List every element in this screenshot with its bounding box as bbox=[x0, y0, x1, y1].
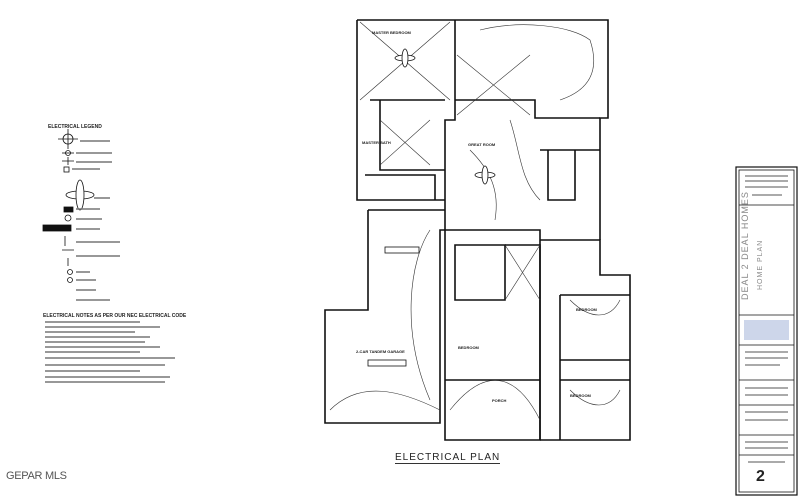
floor-plan-walls bbox=[324, 19, 631, 441]
title-block-company: DEAL 2 DEAL HOMES bbox=[740, 191, 750, 300]
room-label-garage: 2-CAR TANDEM GARAGE bbox=[356, 349, 405, 354]
ceiling-fan-icon bbox=[65, 48, 496, 211]
room-label-master-bedroom: MASTER BEDROOM bbox=[372, 30, 411, 35]
room-label-bedroom: BEDROOM bbox=[458, 345, 479, 350]
title-block bbox=[735, 166, 798, 496]
room-label-master-bath: MASTER BATH bbox=[362, 140, 391, 145]
title-block-plan: HOME PLAN bbox=[757, 239, 764, 290]
legend-symbols bbox=[42, 129, 78, 283]
drawing-title: ELECTRICAL PLAN bbox=[395, 452, 501, 464]
ceiling-diagonals bbox=[359, 21, 541, 301]
legend-text-lines bbox=[45, 140, 175, 383]
garage-light-fixtures bbox=[367, 246, 420, 367]
title-block-text-lines bbox=[745, 175, 788, 463]
electrical-notes-title: ELECTRICAL NOTES AS PER OUR NEC ELECTRIC… bbox=[43, 313, 187, 319]
room-label-bedroom: BEDROOM bbox=[576, 307, 597, 312]
legend-title: ELECTRICAL LEGEND bbox=[48, 124, 102, 130]
wiring-runs bbox=[329, 24, 621, 421]
room-label-porch: PORCH bbox=[492, 398, 507, 403]
room-label-bedroom: BEDROOM bbox=[570, 393, 591, 398]
mls-watermark: GEPAR MLS bbox=[6, 470, 67, 482]
sheet-number: 2 bbox=[756, 468, 765, 485]
room-label-great-room: GREAT ROOM bbox=[468, 142, 496, 147]
